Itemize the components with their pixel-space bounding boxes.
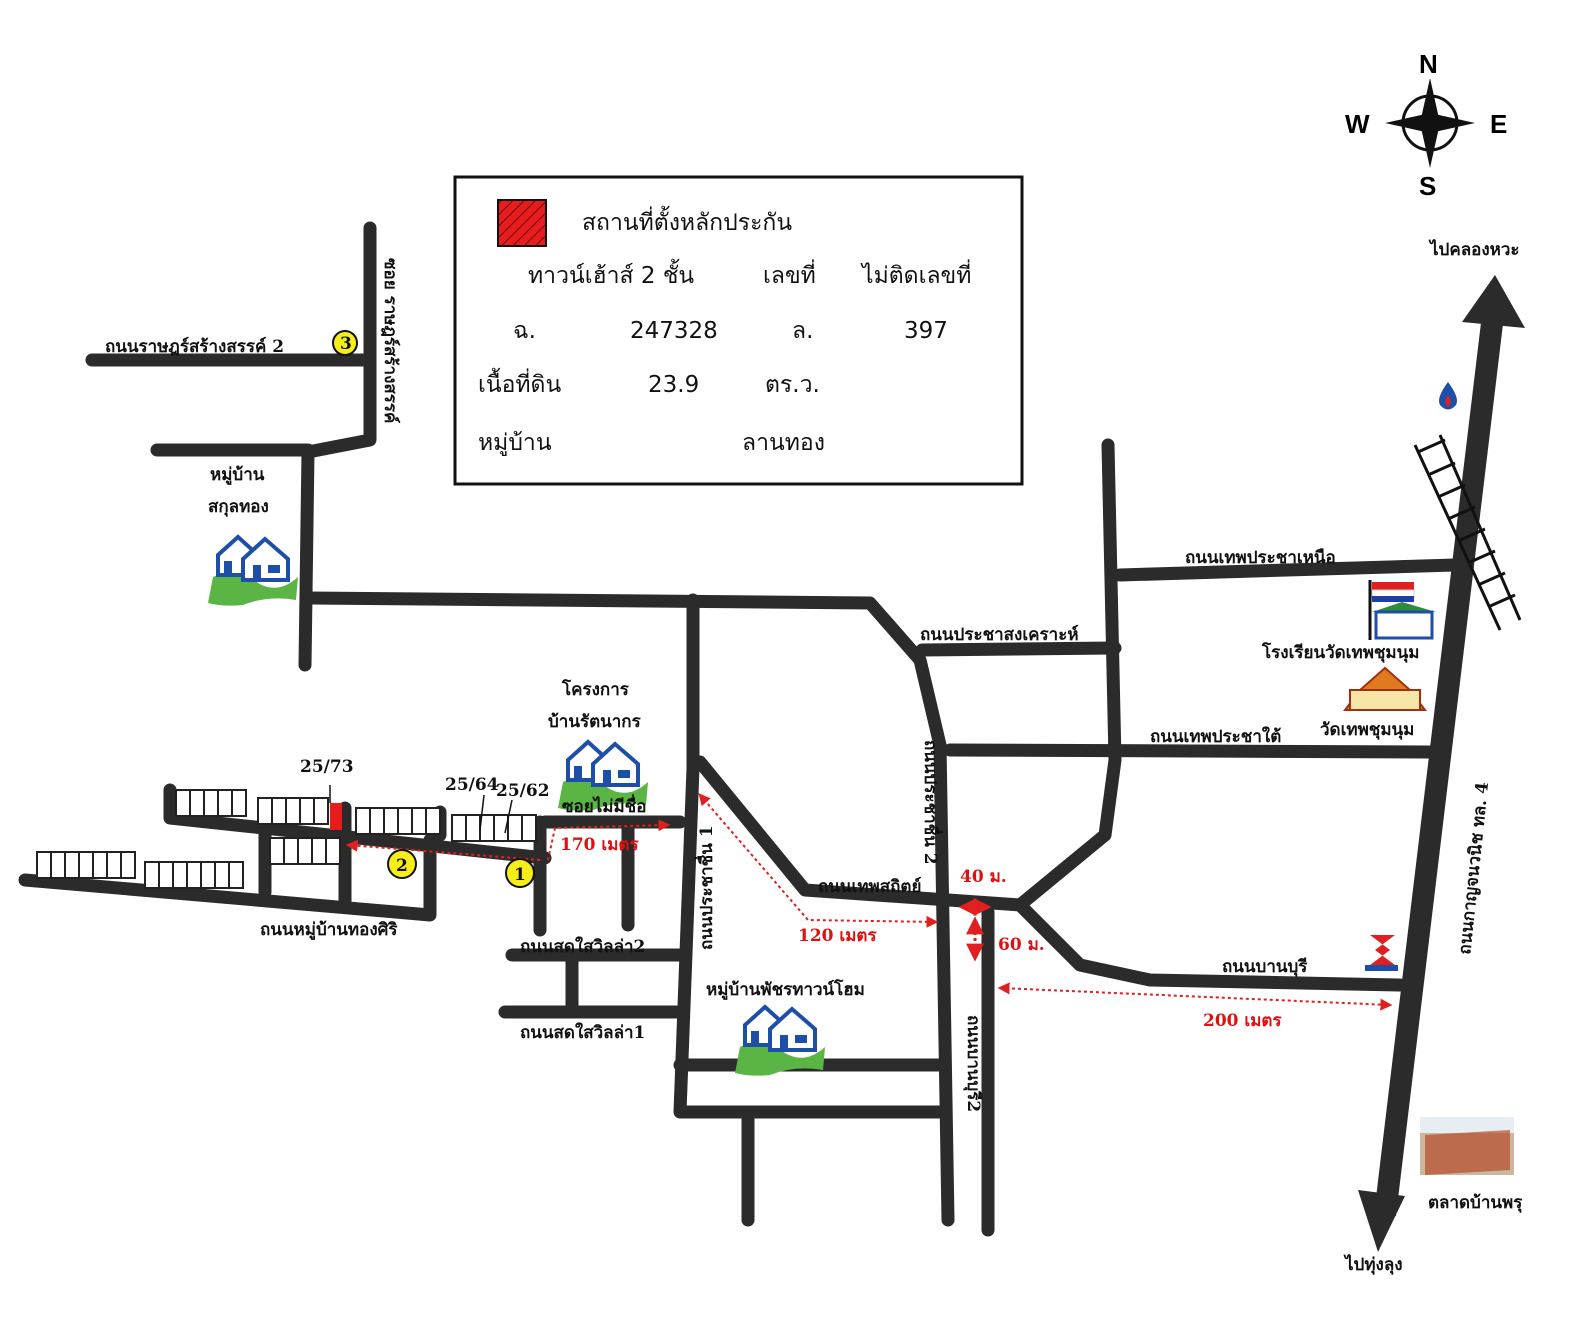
distance-120: 120 เมตร — [798, 926, 877, 946]
legend-plot-value: 397 — [904, 318, 948, 344]
school-icon — [1368, 580, 1436, 640]
marker-1: 1 — [505, 858, 535, 888]
distance-40: 40 ม. — [960, 867, 1007, 887]
legend-box: สถานที่ตั้งหลักประกัน ทาวน์เฮ้าส์ 2 ชั้น… — [453, 175, 1024, 486]
property-location — [330, 803, 342, 830]
market-photo — [1420, 1117, 1514, 1175]
road-sodsai1: ถนนสดใสวิลล่า1 — [520, 1022, 645, 1043]
place-rattanakorn-2: บ้านรัตนากร — [548, 712, 642, 732]
marker-3: 3 — [332, 330, 358, 356]
legend-type: ทาวน์เฮ้าส์ 2 ชั้น — [528, 259, 694, 289]
gas-station-icon — [1439, 382, 1457, 410]
townhouse-rows — [36, 785, 537, 889]
suzuki-icon — [1365, 935, 1398, 971]
house-number-b: 25/64 — [445, 775, 499, 795]
legend-village-value: ลานทอง — [742, 430, 825, 456]
road-rat2: ถนนราษฎร์สร้างสรรค์ 2 — [105, 336, 284, 357]
distance-170: 170 เมตร — [560, 835, 639, 855]
road-banburi2: ถนนบานบุรี2 — [963, 1015, 984, 1112]
place-market: ตลาดบ้านพรุ — [1428, 1193, 1523, 1213]
place-rattanakorn-1: โครงการ — [561, 679, 630, 700]
svg-text:3: 3 — [340, 334, 352, 354]
svg-text:N: N — [1419, 49, 1438, 79]
house-number-c: 25/62 — [496, 781, 550, 801]
place-sakul-2: สกุลทอง — [208, 497, 269, 517]
place-temple: วัดเทพชุมนุม — [1320, 720, 1414, 740]
legend-number-label: เลขที่ — [763, 259, 816, 289]
legend-village-label: หมู่บ้าน — [478, 430, 552, 456]
distance-200: 200 เมตร — [1203, 1011, 1282, 1031]
south-arrow-icon — [1358, 1190, 1405, 1252]
legend-title: สถานที่ตั้งหลักประกัน — [582, 206, 792, 236]
legend-area-value: 23.9 — [648, 372, 699, 398]
legend-number-value: ไม่ติดเลขที่ — [860, 259, 971, 289]
road-prachachuen2: ถนนประชาชื่น 2 — [920, 740, 943, 865]
road-soi-noname: ซอยไม่มีชื่อ — [562, 794, 646, 817]
direction-south: ไปทุ่งลุง — [1343, 1254, 1403, 1275]
village-icon-sakul — [206, 535, 300, 608]
road-prachachuen1: ถนนประชาชื่น 1 — [694, 825, 717, 950]
north-arrow-icon — [1462, 275, 1525, 328]
legend-plot-label: ล. — [792, 318, 813, 344]
road-banburi: ถนนบานบุรี — [1222, 956, 1308, 977]
road-network — [18, 221, 1525, 1252]
svg-text:E: E — [1490, 109, 1507, 139]
legend-area-label: เนื้อที่ดิน — [478, 368, 561, 398]
village-icon-phatchara — [733, 1005, 827, 1078]
road-highway: ถนนกาญจนวนิช ทล. 4 — [1455, 781, 1493, 956]
property-swatch — [497, 199, 547, 247]
distance-lines — [345, 793, 1393, 1011]
road-thepdtai: ถนนเทพประชาใต้ — [1150, 726, 1281, 747]
marker-2: 2 — [387, 849, 417, 879]
svg-text:2: 2 — [396, 856, 408, 876]
house-number-a: 25/73 — [300, 757, 354, 777]
legend-deed-label: ฉ. — [513, 318, 536, 344]
svg-text:W: W — [1345, 109, 1370, 139]
svg-text:1: 1 — [514, 865, 526, 885]
road-sodsai2: ถนนสดใสวิลล่า2 — [520, 936, 645, 957]
railway-icon — [1413, 434, 1522, 631]
place-school: โรงเรียนวัดเทพชุมนุม — [1261, 642, 1419, 663]
road-soi-rat: ซอย ราษฎร์สร้างสรรค์ — [380, 258, 401, 423]
temple-icon — [1343, 666, 1427, 711]
svg-text:S: S — [1419, 171, 1436, 201]
map-labels: ไปคลองหวะ ไปทุ่งลุง ถนนราษฎร์สร้างสรรค์ … — [105, 239, 1523, 1275]
distance-60: 60 ม. — [998, 935, 1045, 955]
compass-icon: N S E W — [1345, 49, 1507, 201]
road-thongsiri: ถนนหมู่บ้านทองศิริ — [260, 920, 398, 941]
road-prachasongkhro: ถนนประชาสงเคราะห์ — [920, 624, 1079, 645]
road-thepnuea: ถนนเทพประชาเหนือ — [1185, 547, 1336, 568]
place-sakul-1: หมู่บ้าน — [210, 465, 265, 486]
road-thepsathit: ถนนเทพสถิตย์ — [818, 876, 921, 897]
place-phatchara: หมู่บ้านพัชรทาวน์โฮม — [706, 979, 865, 1001]
legend-deed-value: 247328 — [630, 318, 718, 344]
legend-area-unit: ตร.ว. — [765, 372, 820, 398]
direction-north: ไปคลองหวะ — [1428, 239, 1520, 260]
